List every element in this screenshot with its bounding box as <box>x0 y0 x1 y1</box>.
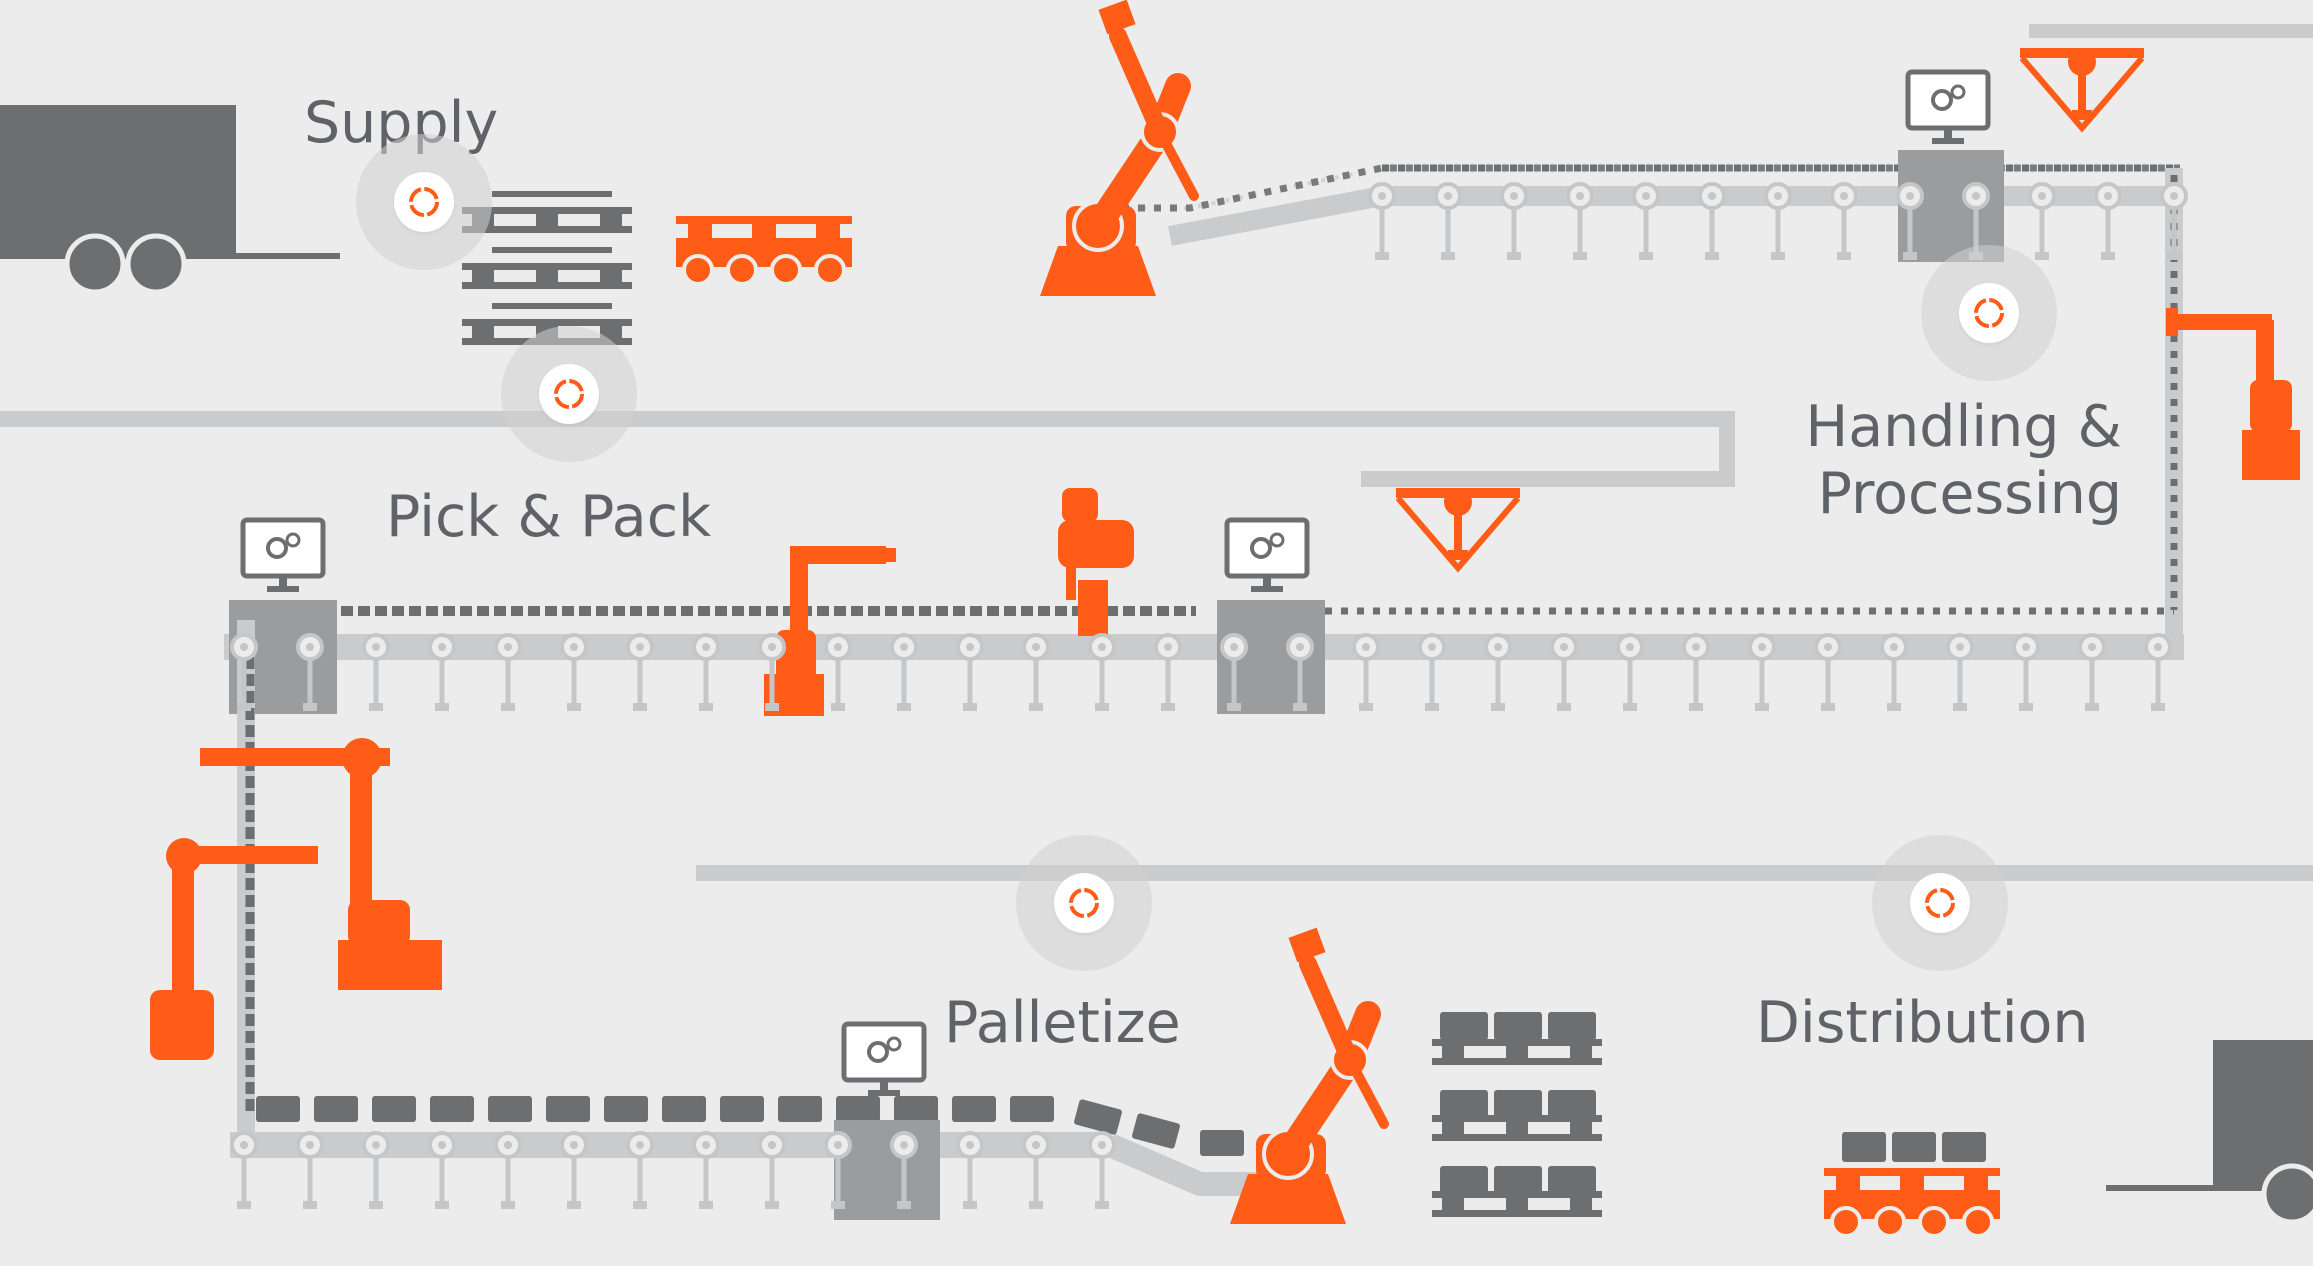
label-palletize: Palletize <box>944 990 1181 1056</box>
pick-robot <box>764 546 896 716</box>
right-return-conveyor <box>2165 168 2183 644</box>
supply-truck <box>0 105 340 295</box>
label-supply: Supply <box>304 90 499 156</box>
roller <box>758 1131 786 1209</box>
roller <box>956 1131 984 1209</box>
roller <box>824 633 852 711</box>
hotspot-supply-to-pick[interactable] <box>539 364 599 424</box>
roller <box>1088 1131 1116 1209</box>
roller <box>428 633 456 711</box>
roller <box>890 633 918 711</box>
roller <box>1632 182 1660 260</box>
circular-arrows-icon <box>409 187 439 217</box>
roller <box>494 633 522 711</box>
hotspot-palletize[interactable] <box>1054 873 1114 933</box>
hotspot-distribution[interactable] <box>1910 873 1970 933</box>
supply-cart <box>674 214 854 286</box>
roller <box>1682 633 1710 711</box>
roller <box>1500 182 1528 260</box>
roller <box>2012 633 2040 711</box>
hotspot-supply[interactable] <box>394 172 454 232</box>
middle-conveyor <box>224 606 2184 660</box>
circular-arrows-icon <box>1974 298 2004 328</box>
pallet-stacks <box>1432 1012 1602 1217</box>
label-pick-pack: Pick & Pack <box>386 484 712 550</box>
roller <box>692 633 720 711</box>
roller <box>560 1131 588 1209</box>
hotspot-handling[interactable] <box>1959 283 2019 343</box>
delta-robot-top <box>2020 48 2144 128</box>
delta-robot-middle <box>1396 488 1520 568</box>
scara-robot <box>1058 488 1134 636</box>
label-distribution: Distribution <box>1756 990 2089 1056</box>
roller <box>1946 633 1974 711</box>
circular-arrows-icon <box>1069 888 1099 918</box>
arm-robot-top <box>1040 0 1194 296</box>
roller <box>1418 633 1446 711</box>
right-side-robot <box>2166 308 2300 480</box>
roller <box>1352 633 1380 711</box>
distribution-cart <box>1822 1132 2002 1238</box>
roller <box>1880 633 1908 711</box>
roller <box>1616 633 1644 711</box>
label-handling-line1: Handling & <box>1805 394 2122 460</box>
roller <box>230 1131 258 1209</box>
roller <box>2028 182 2056 260</box>
left-robots <box>150 738 442 1060</box>
roller <box>296 1131 324 1209</box>
handling-machine <box>1898 72 2004 262</box>
roller <box>626 633 654 711</box>
supply-pallets <box>462 191 632 345</box>
arm-robot-palletize <box>1230 928 1384 1224</box>
roller <box>1550 633 1578 711</box>
roller <box>1748 633 1776 711</box>
roller <box>1698 182 1726 260</box>
roller <box>1434 182 1462 260</box>
roller <box>1484 633 1512 711</box>
roller <box>1022 633 1050 711</box>
palletize-machine <box>834 1024 940 1220</box>
roller <box>2144 633 2172 711</box>
roller <box>1764 182 1792 260</box>
roller <box>1830 182 1858 260</box>
label-handling-line2: Processing <box>1817 461 2122 528</box>
roller <box>362 633 390 711</box>
circular-arrows-icon <box>554 379 584 409</box>
distribution-truck <box>2106 1040 2313 1225</box>
roller <box>1022 1131 1050 1209</box>
roller <box>1368 182 1396 260</box>
roller <box>494 1131 522 1209</box>
roller <box>1814 633 1842 711</box>
roller <box>1088 633 1116 711</box>
label-handling: Handling & Processing <box>1780 394 2122 529</box>
roller <box>560 633 588 711</box>
circular-arrows-icon <box>1925 888 1955 918</box>
roller <box>956 633 984 711</box>
roller <box>362 1131 390 1209</box>
roller <box>2094 182 2122 260</box>
roller <box>1154 633 1182 711</box>
roller <box>626 1131 654 1209</box>
roller <box>692 1131 720 1209</box>
roller <box>428 1131 456 1209</box>
roller <box>1566 182 1594 260</box>
roller <box>2078 633 2106 711</box>
